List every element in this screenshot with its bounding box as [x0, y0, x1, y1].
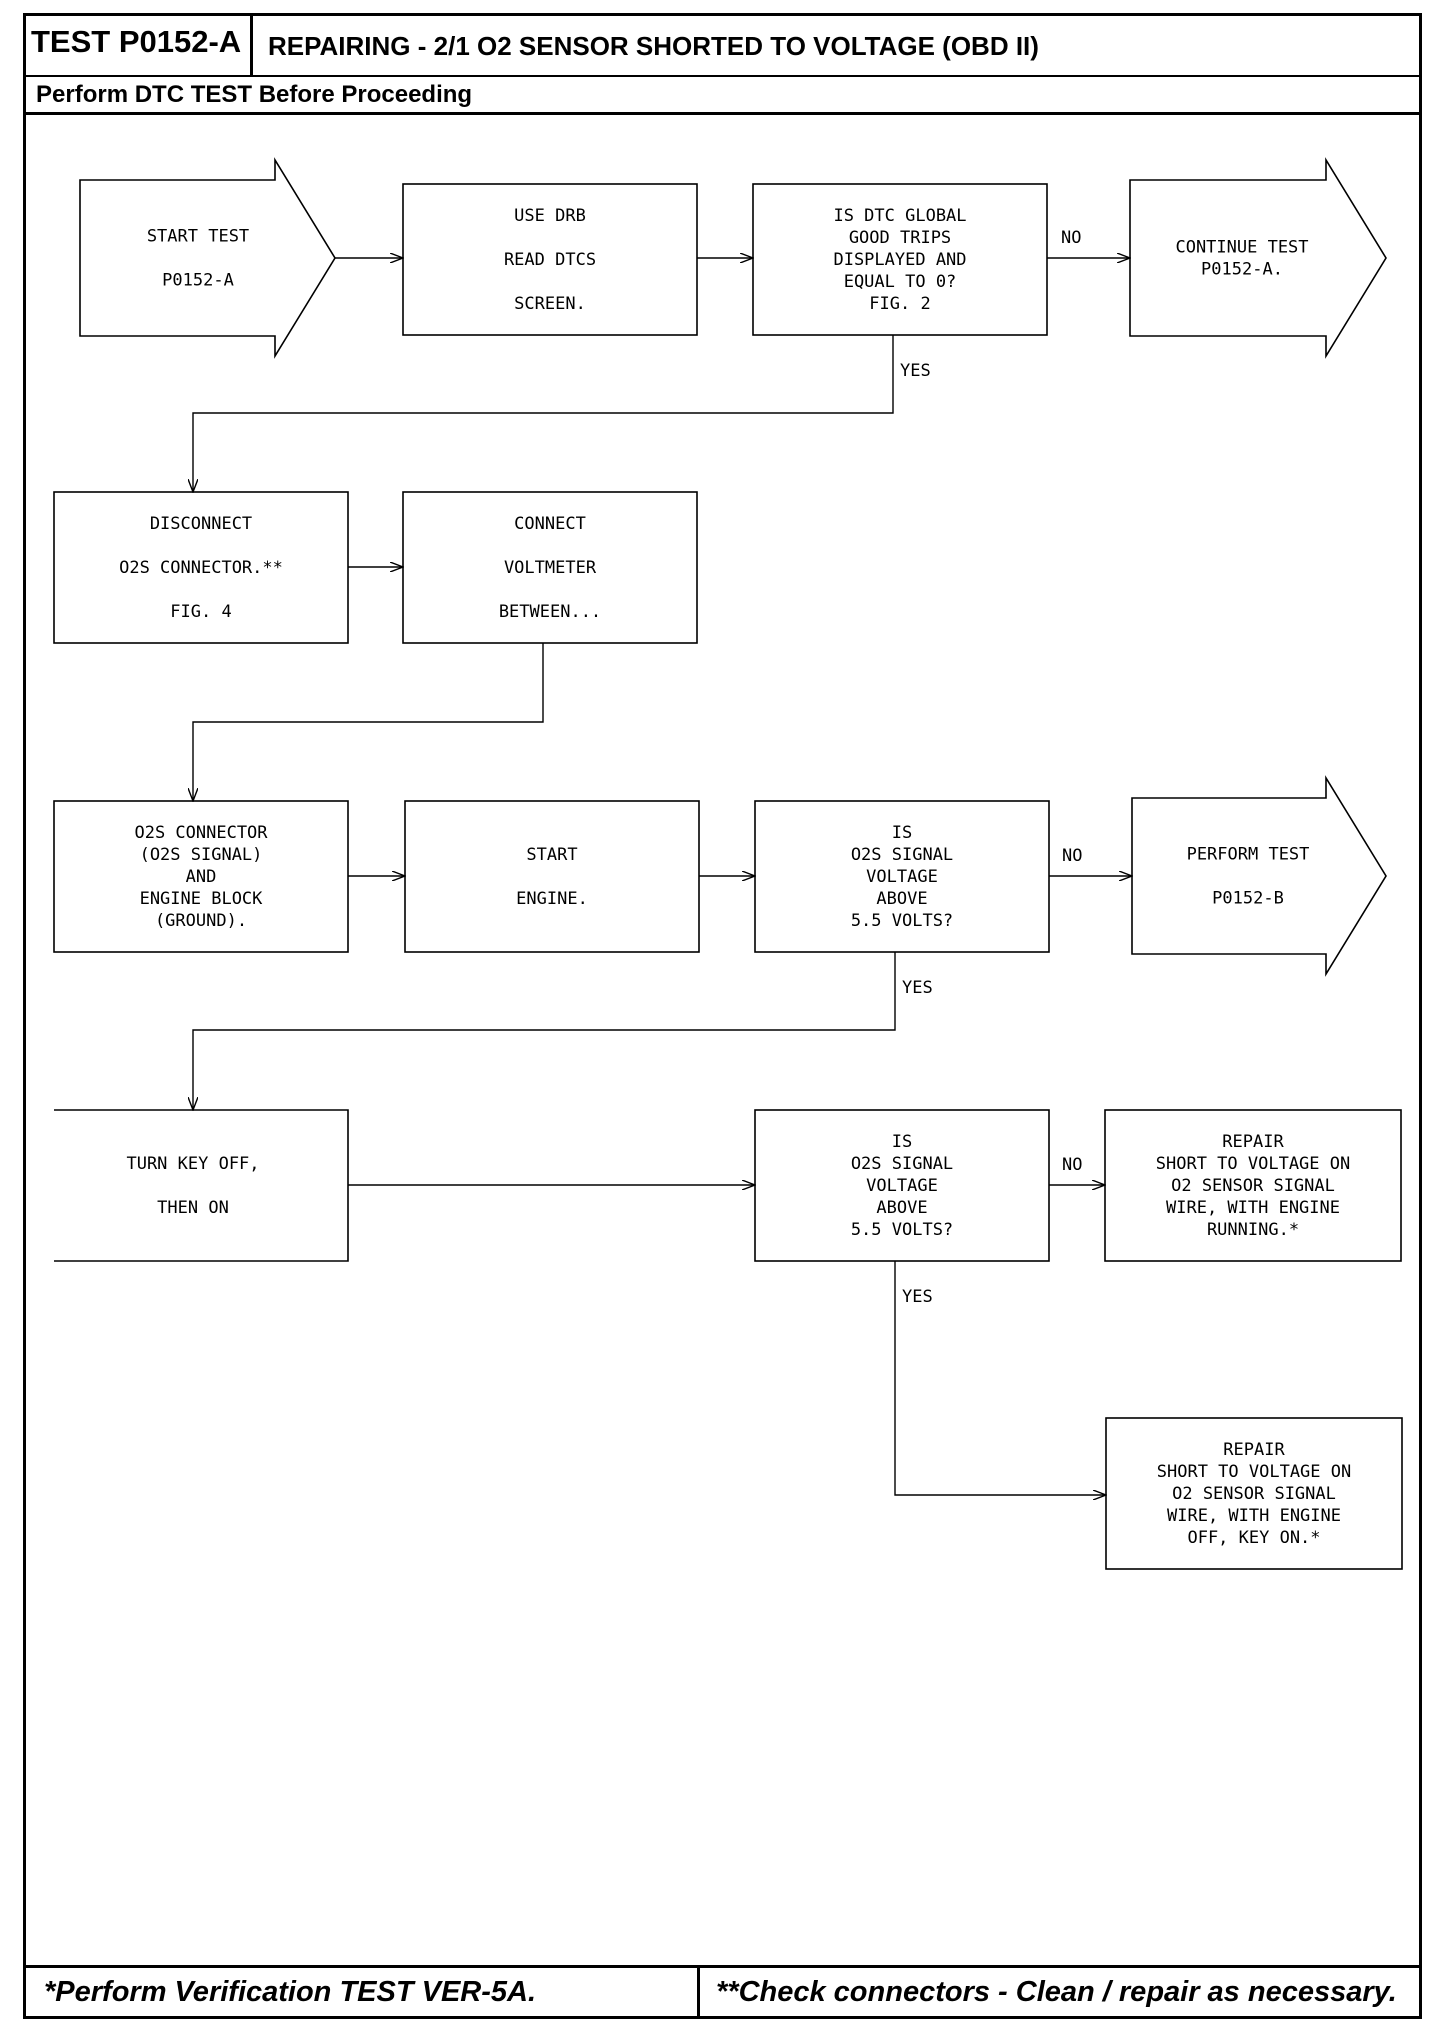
header-row: [23, 13, 1422, 77]
footer-row: [23, 1965, 1422, 2019]
page-subtitle: Perform DTC TEST Before Proceeding: [36, 81, 473, 108]
page-frame: [23, 13, 1422, 2019]
arrow-question-2-yes-repair-off: [894, 1261, 1106, 1495]
no-label-3: NO: [1062, 1155, 1082, 1175]
yes-label-2: YES: [902, 978, 933, 998]
start-test-node: [79, 157, 336, 359]
arrow-question-1-yes-turn-key: [193, 952, 896, 1110]
turn-key-node-text: TURN KEY OFF,THEN ON: [126, 1154, 259, 1218]
arrow-question-yes-disconnect: [193, 335, 894, 492]
subheader-row: [23, 77, 1422, 115]
no-label-2: NO: [1062, 846, 1082, 866]
arrow-connect-to-o2s: [193, 643, 544, 801]
turn-key-node: [54, 1109, 349, 1262]
footer-note-verification: *Perform Verification TEST VER-5A.: [44, 1976, 537, 2008]
yes-label-3: YES: [902, 1287, 933, 1307]
footer-note-connectors: **Check connectors - Clean / repair as n…: [716, 1976, 1397, 2008]
page-title: REPAIRING - 2/1 O2 SENSOR SHORTED TO VOL…: [268, 31, 1039, 61]
footer-divider: [697, 1965, 700, 2019]
yes-label-1: YES: [900, 361, 931, 381]
start-engine-node: [404, 800, 700, 953]
no-label-1: NO: [1061, 228, 1081, 248]
perform-test-b-node: [1131, 775, 1387, 977]
test-id: TEST P0152-A: [23, 13, 253, 77]
continue-test-node: [1129, 157, 1387, 359]
